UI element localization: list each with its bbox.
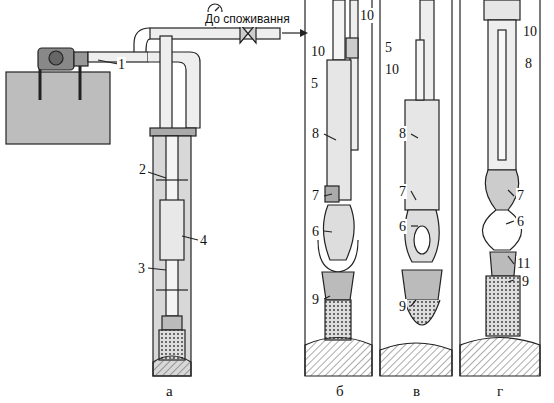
panel-letter: б <box>335 384 345 399</box>
callout-number: 5 <box>310 76 319 91</box>
callout-number: 6 <box>398 219 407 234</box>
panel-letter: а <box>165 384 174 399</box>
callout-number: 10 <box>384 62 400 77</box>
callout-number: 6 <box>311 224 320 239</box>
callout-number: 2 <box>138 162 147 177</box>
callout-number: 11 <box>516 256 531 271</box>
callout-number: 6 <box>516 214 525 229</box>
callout-number: 10 <box>310 44 326 59</box>
callout-number: 1 <box>117 57 126 72</box>
callout-number: 9 <box>311 292 320 307</box>
callout-number: 7 <box>516 188 525 203</box>
callout-number: 8 <box>311 126 320 141</box>
callout-number: 7 <box>398 184 407 199</box>
callout-number: 4 <box>199 233 208 248</box>
callout-number: 8 <box>524 56 533 71</box>
callout-number: 9 <box>398 299 407 314</box>
callout-number: 5 <box>384 40 393 55</box>
callout-number: 10 <box>359 8 375 23</box>
panel-letter: г <box>496 384 504 399</box>
callout-number: 8 <box>398 126 407 141</box>
callout-number: 10 <box>522 24 538 39</box>
callout-number: 7 <box>311 188 320 203</box>
panel-letter: в <box>412 384 421 399</box>
consumer-label: До споживання <box>204 12 291 27</box>
callout-number: 9 <box>521 274 530 289</box>
callout-number: 3 <box>137 261 146 276</box>
